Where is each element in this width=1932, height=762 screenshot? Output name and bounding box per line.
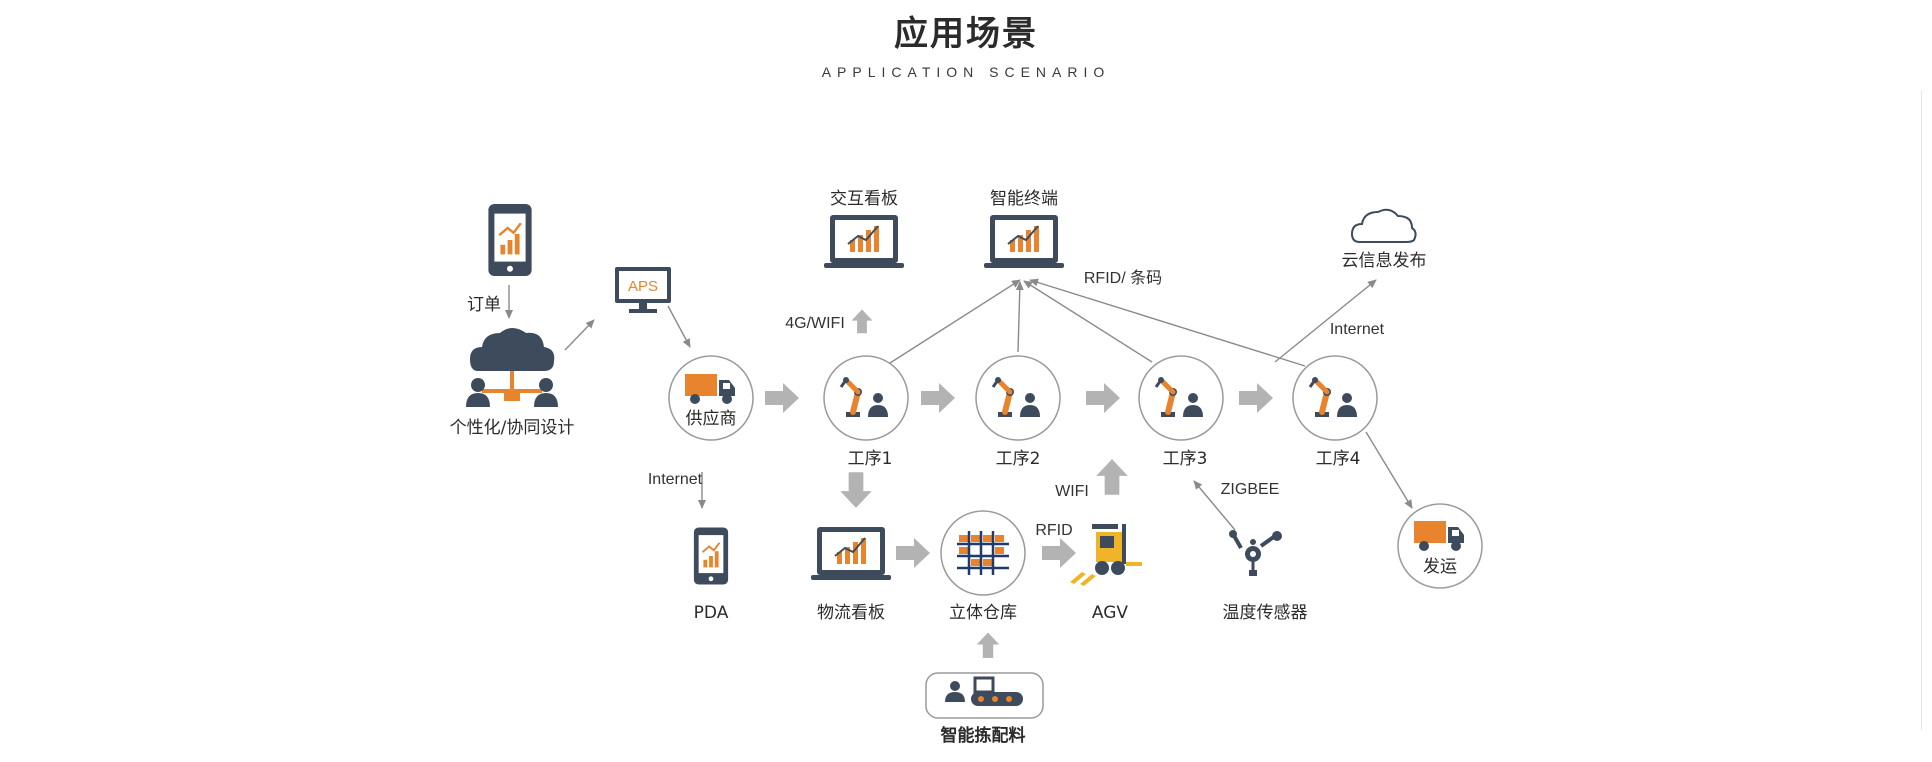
flow-arrow-up	[851, 309, 873, 334]
cloud-label: 云信息发布	[1342, 251, 1427, 271]
flow-arrow	[921, 383, 955, 413]
flow-arrow	[765, 383, 799, 413]
design-label: 个性化/协同设计	[450, 418, 575, 438]
order-label: 订单	[467, 295, 501, 315]
conveyor-icon	[945, 676, 1023, 706]
flow-arrow-down	[840, 472, 872, 508]
rfid-barcode-label: RFID/ 条码	[1084, 269, 1162, 287]
page-subtitle: APPLICATION SCENARIO	[821, 64, 1111, 80]
rfid-label: RFID	[1035, 522, 1072, 539]
flow-arrow	[1239, 383, 1273, 413]
cloud-network-icon	[466, 328, 558, 407]
laptop-chart-icon	[810, 526, 892, 581]
process4-node	[1292, 355, 1378, 441]
process1-node	[823, 355, 909, 441]
picking-label: 智能拣配料	[941, 725, 1026, 746]
phone-chart-icon	[487, 202, 533, 278]
flow-arrow	[1042, 538, 1076, 568]
temp-sensor-label: 温度传感器	[1223, 603, 1308, 623]
flow-arrow-up	[976, 632, 1000, 658]
shipping-label: 发运	[1423, 557, 1457, 577]
smart-terminal-label: 智能终端	[990, 189, 1058, 209]
interactive-board-label: 交互看板	[830, 189, 898, 209]
supplier-label: 供应商	[686, 409, 737, 429]
process1-label: 工序1	[848, 449, 893, 469]
forklift-icon	[1070, 524, 1142, 586]
wifi-label: WIFI	[1055, 483, 1089, 500]
laptop-chart-icon	[823, 214, 905, 269]
sensor-icon	[1229, 530, 1282, 576]
divider	[1921, 90, 1922, 730]
agv-label: AGV	[1092, 603, 1129, 623]
process2-label: 工序2	[996, 449, 1041, 469]
laptop-chart-icon	[983, 214, 1065, 269]
internet-cloud-label: Internet	[1330, 321, 1385, 338]
process3-label: 工序3	[1163, 449, 1208, 469]
page-title: 应用场景	[894, 14, 1038, 54]
wifi-4g-label: 4G/WIFI	[785, 315, 845, 332]
process4-label: 工序4	[1316, 449, 1361, 469]
flow-arrow-up	[1096, 459, 1128, 495]
monitor-aps-icon: APS	[615, 267, 671, 313]
pda-label: PDA	[694, 603, 729, 623]
cloud-icon	[1350, 208, 1417, 243]
logistics-board-label: 物流看板	[817, 603, 885, 623]
connection-lines	[505, 278, 1413, 531]
aps-label: APS	[628, 278, 658, 295]
process2-node	[975, 355, 1061, 441]
shelf-grid-icon	[957, 531, 1009, 575]
flow-arrow	[896, 538, 930, 568]
zigbee-label: ZIGBEE	[1221, 481, 1280, 498]
phone-chart-icon	[692, 526, 730, 586]
process3-node	[1138, 355, 1224, 441]
flow-arrow	[1086, 383, 1120, 413]
internet-pda-label: Internet	[648, 471, 703, 488]
warehouse-label: 立体仓库	[949, 603, 1017, 623]
warehouse-node	[940, 510, 1026, 596]
